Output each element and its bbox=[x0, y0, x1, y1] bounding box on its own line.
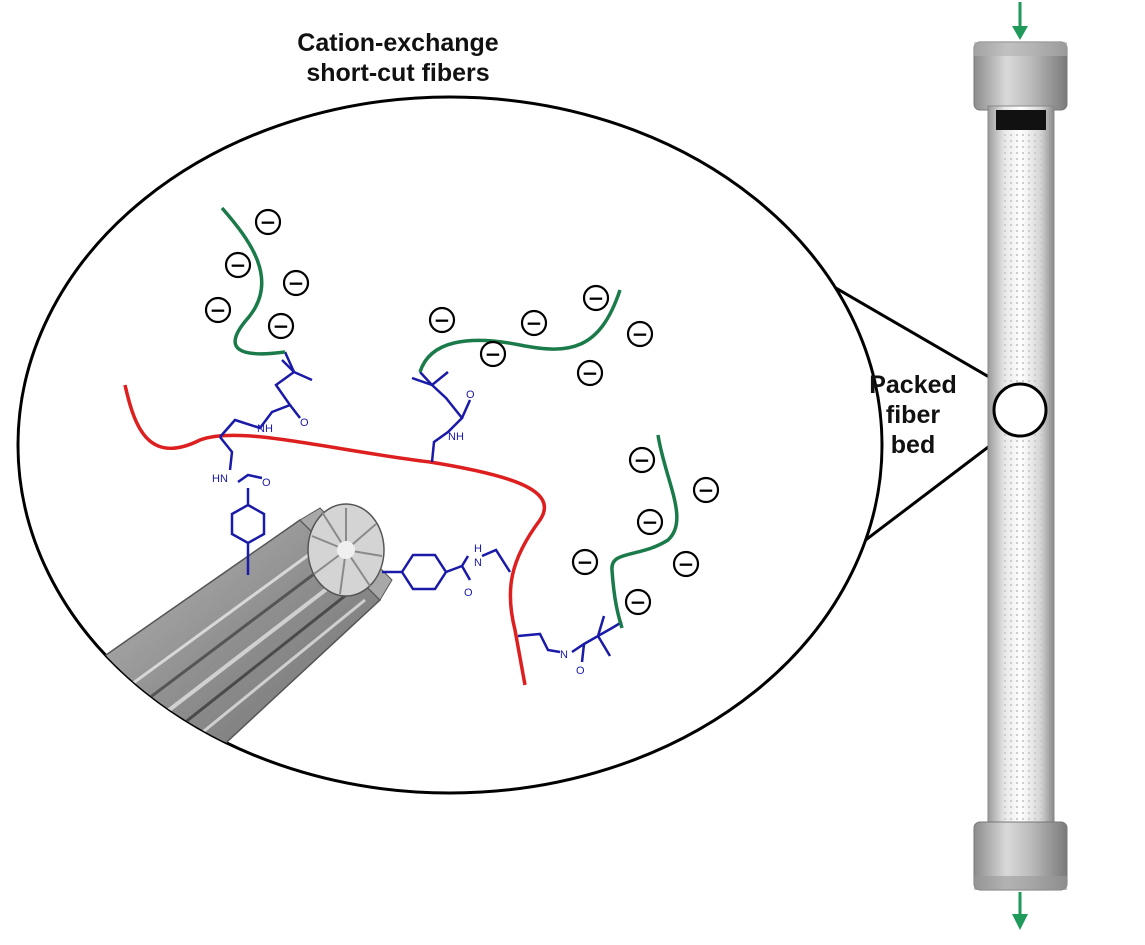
carbonyl-o-label: O bbox=[300, 417, 309, 429]
negative-charge-icon: − bbox=[692, 476, 720, 504]
negative-charge-icon: − bbox=[628, 446, 656, 474]
negative-charge-icon: − bbox=[582, 284, 610, 312]
atom-labels: NH O HN O NH O H N O N O bbox=[212, 389, 585, 677]
svg-text:−: − bbox=[698, 478, 715, 502]
svg-text:−: − bbox=[577, 550, 594, 574]
svg-text:−: − bbox=[630, 590, 647, 614]
svg-text:−: − bbox=[273, 314, 290, 338]
svg-text:−: − bbox=[288, 271, 305, 295]
amide-h-label: H bbox=[474, 543, 482, 555]
negative-charge-icon: − bbox=[224, 251, 252, 279]
column-icon bbox=[973, 2, 1068, 930]
packed-bed-label: Packed fiber bed bbox=[848, 370, 978, 460]
zoom-circle bbox=[992, 382, 1048, 438]
negative-charge-icon: − bbox=[636, 508, 664, 536]
negative-charge-icon: − bbox=[428, 306, 456, 334]
amide-nh-label: NH bbox=[257, 423, 273, 435]
svg-text:−: − bbox=[678, 552, 695, 576]
svg-text:−: − bbox=[526, 311, 543, 335]
svg-text:−: − bbox=[642, 510, 659, 534]
carbonyl-o-label: O bbox=[262, 477, 271, 489]
amide-nh-label: NH bbox=[448, 431, 464, 443]
svg-text:−: − bbox=[588, 286, 605, 310]
svg-text:−: − bbox=[210, 298, 227, 322]
svg-text:−: − bbox=[485, 342, 502, 366]
carbonyl-o-label: O bbox=[464, 587, 473, 599]
polyelectrolyte-chains bbox=[220, 206, 679, 629]
negative-charge-icon: − bbox=[624, 588, 652, 616]
carbonyl-o-label: O bbox=[576, 665, 585, 677]
negative-charge-icon: − bbox=[204, 296, 232, 324]
svg-text:−: − bbox=[582, 361, 599, 385]
negative-charge-icon: − bbox=[267, 312, 295, 340]
fibers-title-line1: Cation-exchange bbox=[297, 29, 499, 57]
svg-text:−: − bbox=[634, 448, 651, 472]
packed-bed-line2: fiber bbox=[885, 401, 941, 429]
svg-text:−: − bbox=[632, 322, 649, 346]
svg-text:−: − bbox=[260, 210, 277, 234]
svg-text:−: − bbox=[230, 253, 247, 277]
amide-n-label: N bbox=[560, 649, 568, 661]
negative-charge-icon: − bbox=[672, 550, 700, 578]
negative-charge-icon: − bbox=[626, 320, 654, 348]
negative-charge-icon: − bbox=[479, 340, 507, 368]
negative-charge-icon: − bbox=[520, 309, 548, 337]
linker-structures bbox=[219, 351, 623, 663]
amide-n-label: N bbox=[474, 557, 482, 569]
fibers-title: Cation-exchange short-cut fibers bbox=[258, 28, 538, 88]
svg-text:−: − bbox=[434, 308, 451, 332]
negative-charge-icon: − bbox=[571, 548, 599, 576]
packed-bed-line1: Packed bbox=[869, 371, 957, 399]
negative-charge-icon: − bbox=[576, 359, 604, 387]
polymer-backbone bbox=[123, 384, 547, 686]
negative-charge-icon: − bbox=[254, 208, 282, 236]
fibers-title-line2: short-cut fibers bbox=[306, 59, 490, 87]
packed-bed-line3: bed bbox=[890, 431, 936, 459]
negative-charges: − − − − − − − − − − − − − − − − − bbox=[204, 208, 720, 616]
carbonyl-o-label: O bbox=[466, 389, 475, 401]
negative-charge-icon: − bbox=[282, 269, 310, 297]
amide-hn-label: HN bbox=[212, 473, 228, 485]
